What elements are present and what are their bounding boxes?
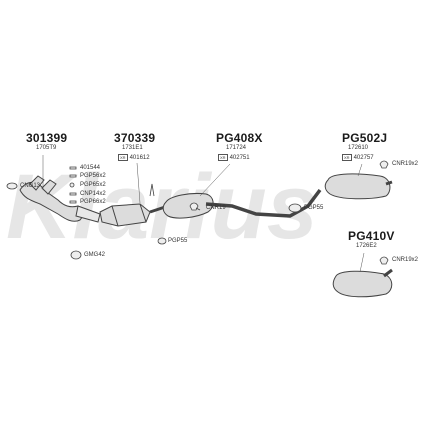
fitting-cnr19: CNR19 [206, 205, 226, 211]
rear-silencer-bottom [332, 270, 393, 298]
clamp-icon [157, 237, 167, 245]
fitting-gmg42: GMG42 [84, 252, 106, 258]
fitting-pgp65: PGP65x2 [80, 182, 106, 188]
fitting-cnp14: CNP14x2 [80, 191, 106, 197]
leader-line [136, 162, 141, 204]
fitting-pgp66: PGP66x2 [80, 199, 106, 205]
flex-pipe [75, 205, 101, 223]
part-pg502j-ref: 172610 [348, 145, 369, 151]
part-pg410v-code: PG410V [348, 229, 395, 243]
part-370339-ref: 1731E1 [122, 145, 143, 151]
leader-line [359, 252, 365, 273]
gasket-icon [70, 250, 82, 260]
rubber-mount-icon [379, 160, 389, 169]
clamp-icon [288, 203, 302, 213]
catalyst-part [99, 203, 151, 227]
fitting-cnr19x2-b: CNR19x2 [392, 257, 419, 263]
part-pg502j-code: PG502J [342, 131, 388, 145]
manifold-branch [29, 175, 45, 191]
fitting-pgp55-b: PGP55 [304, 205, 324, 211]
fitting-cnr19x2-a: CNR19x2 [392, 161, 419, 167]
leader-line [357, 163, 363, 177]
bolt-icon [69, 166, 77, 170]
fitting-pgp55-a: PGP55 [168, 238, 188, 244]
manifold-branch [41, 179, 57, 195]
fitting-401544: 401544 [80, 165, 101, 171]
nut-icon [69, 182, 75, 188]
part-301399-ref: 1705T9 [36, 145, 57, 151]
rubber-mount-icon [379, 256, 389, 265]
bolt-icon [69, 200, 77, 204]
clamp-icon [6, 182, 18, 190]
bolt-icon [69, 174, 77, 178]
rubber-mount-icon [195, 207, 201, 211]
part-pg408x-ref: 171724 [226, 145, 247, 151]
bracket-icon [149, 183, 155, 197]
rear-silencer-top [324, 173, 391, 200]
part-pg408x-code: PG408X [216, 131, 263, 145]
fitting-pgp56: PGP56x2 [80, 173, 106, 179]
fitting-cng13: CNG13 [20, 183, 41, 189]
rubber-mount-icon [189, 202, 199, 211]
part-pg410v-ref: 1726E2 [356, 243, 377, 249]
leader-line [199, 163, 231, 197]
part-370339-code: 370339 [114, 131, 156, 145]
part-301399-code: 301399 [26, 131, 68, 145]
middle-silencer [162, 193, 214, 219]
spring-icon [69, 192, 77, 196]
rear-pipe [205, 188, 322, 218]
